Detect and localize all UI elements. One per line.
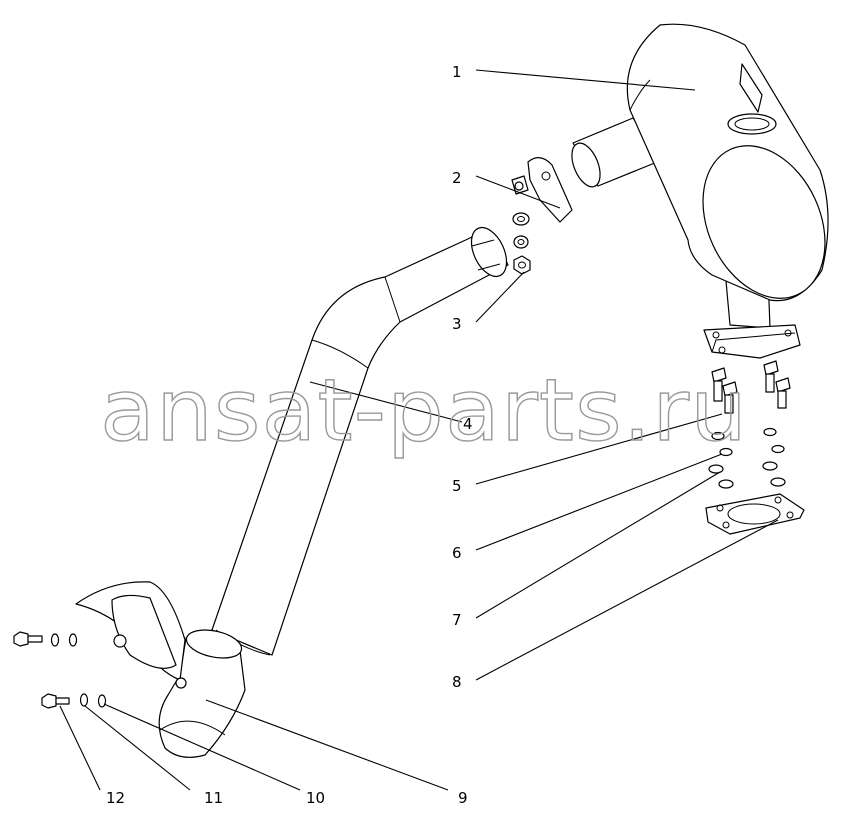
callout-7: 7 bbox=[452, 611, 462, 629]
callouts: 1 2 3 4 5 6 7 8 9 10 11 12 bbox=[106, 63, 473, 807]
callout-10: 10 bbox=[306, 789, 325, 807]
callout-5: 5 bbox=[452, 477, 462, 495]
exhaust-pipe-part bbox=[211, 226, 509, 656]
manifold-hardware bbox=[13, 631, 107, 709]
watermark-text: ansat-parts.ru bbox=[100, 361, 748, 461]
callout-3: 3 bbox=[452, 315, 462, 333]
callout-8: 8 bbox=[452, 673, 462, 691]
callout-4: 4 bbox=[463, 415, 473, 433]
callout-9: 9 bbox=[458, 789, 468, 807]
leader-lines bbox=[59, 69, 779, 791]
clamp-part bbox=[511, 157, 573, 223]
bolt-5a bbox=[711, 367, 727, 402]
muffler-part bbox=[571, 23, 829, 359]
bolt-5b bbox=[763, 360, 779, 393]
callout-12: 12 bbox=[106, 789, 125, 807]
callout-1: 1 bbox=[452, 63, 462, 81]
clamp-hardware bbox=[512, 212, 531, 275]
elbow-part bbox=[75, 581, 246, 758]
callout-11: 11 bbox=[204, 789, 223, 807]
callout-6: 6 bbox=[452, 544, 462, 562]
bolt-5c bbox=[722, 381, 738, 414]
bolt-5d bbox=[775, 377, 791, 409]
gasket-part bbox=[705, 493, 805, 535]
callout-2: 2 bbox=[452, 169, 462, 187]
flange-hardware bbox=[708, 360, 791, 489]
